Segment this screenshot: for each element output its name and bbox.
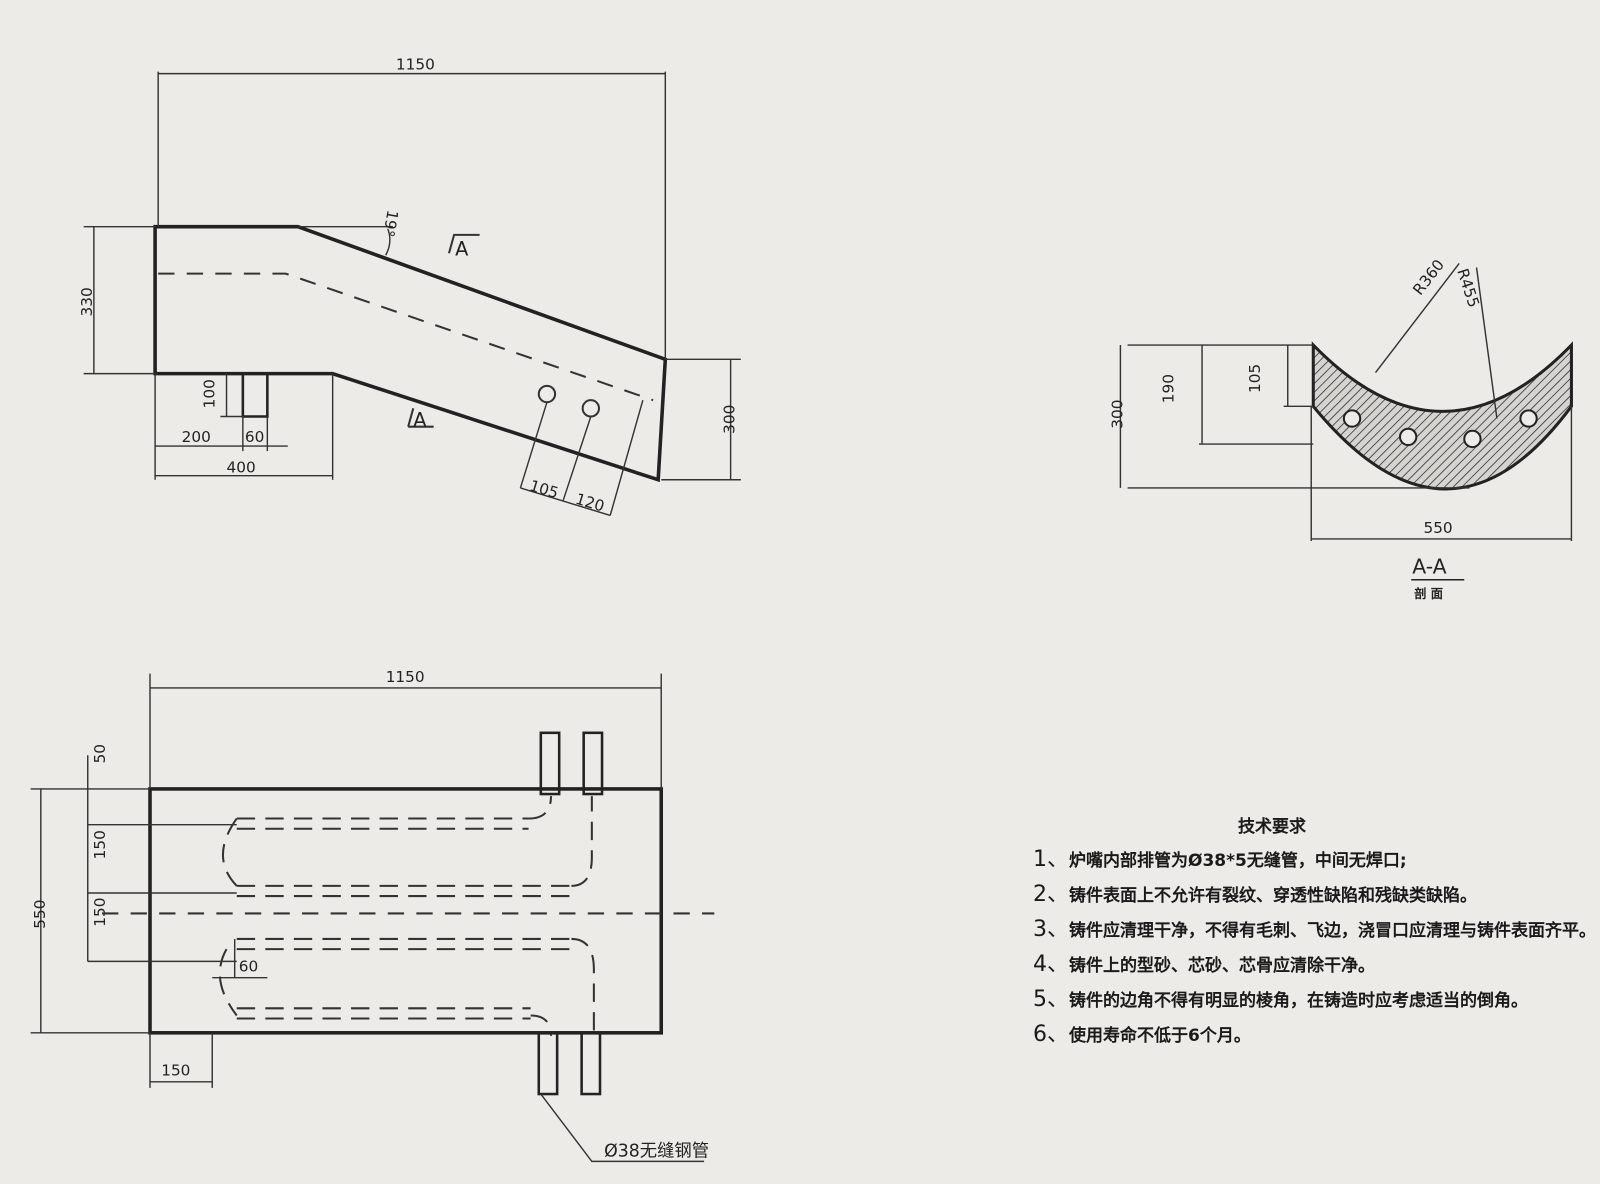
front-view: 1150 330 300 100 200 60 400 19° 105 120 … <box>78 56 741 517</box>
requirement-item: 4、铸件上的型砂、芯砂、芯骨应清除干净。 <box>1033 952 1375 977</box>
requirements-title: 技术要求 <box>1238 817 1306 837</box>
dimension-label: 150 <box>161 1062 190 1080</box>
dimension-label: 剖 面 <box>1414 586 1443 601</box>
dimension-label: A-A <box>1412 555 1446 579</box>
dimension-label: 190 <box>1159 374 1177 403</box>
dimension-label: 150 <box>91 897 109 926</box>
dimension-label: A <box>413 409 427 432</box>
dimension-label: 105 <box>527 477 560 503</box>
requirement-item: 5、铸件的边角不得有明显的棱角，在铸造时应考虑适当的倒角。 <box>1033 987 1528 1012</box>
technical-requirements: 技术要求 1、炉嘴内部排管为Ø38*5无缝管，中间无焊口; 2、铸件表面上不允许… <box>1033 812 1596 1053</box>
dimension-label: 19° <box>379 209 401 239</box>
dimension-label: A <box>455 237 469 260</box>
dimension-label: 120 <box>573 490 606 516</box>
requirement-item: 1、炉嘴内部排管为Ø38*5无缝管，中间无焊口; <box>1033 847 1407 872</box>
dimension-label: 105 <box>1246 364 1264 393</box>
dimension-label: 300 <box>721 405 739 434</box>
dimension-label: 300 <box>1108 400 1126 429</box>
dimension-label: 60 <box>245 428 264 446</box>
top-view: 1150 550 50 150 150 150 60 Ø38无缝钢管 <box>30 668 715 1163</box>
dimension-label: 330 <box>78 287 96 316</box>
dimension-label: 50 <box>91 744 109 763</box>
requirement-item: 2、铸件表面上不允许有裂纹、穿透性缺陷和残缺类缺陷。 <box>1033 882 1477 907</box>
pipe-hole <box>581 399 600 418</box>
dimension-label: 1150 <box>386 668 425 686</box>
dimension-label: 1150 <box>396 56 435 74</box>
dimension-label: R360 <box>1409 256 1448 298</box>
dimension-label: 200 <box>182 428 211 446</box>
requirement-item: 6、使用寿命不低于6个月。 <box>1033 1022 1251 1047</box>
section-view-a-a: 300 190 105 550 R360 R455 A-A 剖 面 <box>1108 256 1573 601</box>
dimension-label: R455 <box>1453 266 1482 309</box>
dimension-label: 550 <box>31 900 49 929</box>
requirement-item: 3、铸件应清理干净，不得有毛刺、飞边，浇冒口应清理与铸件表面齐平。 <box>1033 917 1596 942</box>
dimension-label: 550 <box>1423 519 1452 537</box>
dimension-label: 150 <box>91 830 109 859</box>
dimension-label: 60 <box>239 958 258 976</box>
dimension-label: 400 <box>227 459 256 477</box>
dimension-label: 100 <box>200 379 218 408</box>
pipe-hole <box>537 384 557 404</box>
dimension-label: Ø38无缝钢管 <box>604 1141 709 1161</box>
